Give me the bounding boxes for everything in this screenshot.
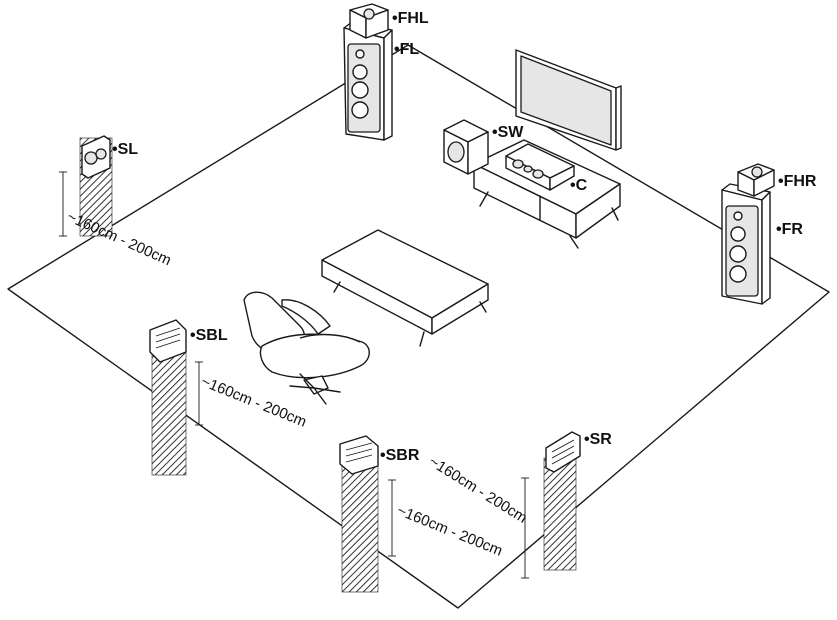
surround-speaker-icon-sbr bbox=[339, 435, 379, 475]
sr-height-line bbox=[521, 477, 529, 579]
sbr-height-line bbox=[388, 479, 396, 557]
label-sbr: •SBR bbox=[380, 447, 420, 464]
center-speaker-icon bbox=[505, 143, 575, 191]
room-floor bbox=[7, 44, 830, 609]
label-fhr: •FHR bbox=[778, 173, 817, 190]
label-sbl: •SBL bbox=[190, 327, 228, 344]
surround-speaker-icon-sr bbox=[545, 431, 581, 473]
tower-speaker-icon-fl bbox=[343, 3, 393, 141]
sbl-height-line bbox=[195, 361, 203, 426]
label-fhl: •FHL bbox=[392, 10, 429, 27]
sr-mount-strip bbox=[543, 457, 577, 571]
sl-height-line bbox=[59, 171, 67, 237]
label-sr: •SR bbox=[584, 431, 612, 448]
height-label-sbr-side: ~160cm - 200cm bbox=[426, 453, 530, 527]
height-label-sl: ~160cm - 200cm bbox=[64, 208, 173, 269]
lounge-chair-icon bbox=[243, 291, 370, 405]
height-label-sbl: ~160cm - 200cm bbox=[199, 373, 309, 431]
label-fr: •FR bbox=[776, 221, 803, 238]
label-fl: •FL bbox=[394, 41, 419, 58]
label-sw: •SW bbox=[492, 124, 524, 141]
coffee-table-icon bbox=[321, 229, 489, 347]
surround-speaker-icon-sbl bbox=[149, 319, 187, 363]
tower-speaker-icon-fr bbox=[721, 163, 775, 305]
label-c: •C bbox=[570, 177, 588, 194]
height-label-sbr-back: ~160cm - 200cm bbox=[395, 502, 505, 560]
sbl-mount-strip bbox=[151, 342, 187, 476]
sbr-mount-strip bbox=[341, 455, 379, 593]
label-sl: •SL bbox=[112, 141, 138, 158]
surround-speaker-icon-sl bbox=[81, 135, 111, 179]
subwoofer-icon bbox=[443, 119, 489, 175]
tv-icon bbox=[515, 49, 622, 151]
